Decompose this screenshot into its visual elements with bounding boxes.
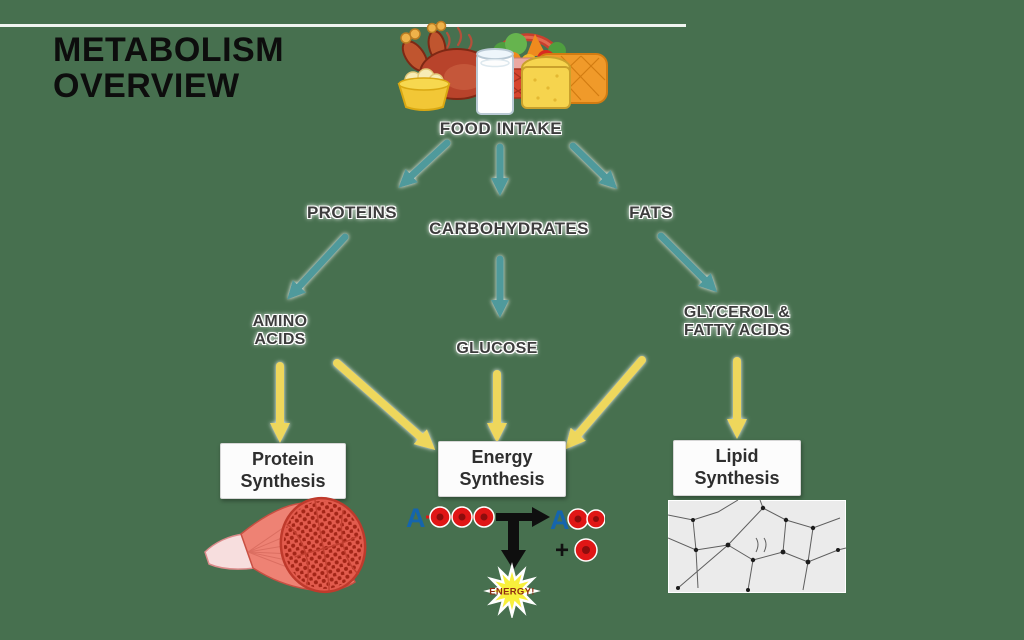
arrow-aminoacids-energysynthesis (333, 359, 436, 450)
lipid-synthesis-box: Lipid Synthesis (673, 440, 801, 496)
food-intake-illustration (397, 20, 608, 115)
yellow-arrows (270, 356, 747, 450)
node-label-fats: FATS (629, 203, 673, 222)
node-label-glucose: GLUCOSE (456, 340, 538, 357)
phosphate-chain-right (567, 508, 605, 530)
arrow-foodintake-proteins (398, 139, 451, 188)
divider-line (0, 24, 686, 27)
energy-burst-icon: ENERGY! (483, 562, 541, 618)
bread-icon (521, 53, 608, 109)
arrow-foodintake-fats (569, 142, 618, 190)
steam-icon (445, 26, 473, 51)
arrow-fats-glycerol (657, 232, 718, 293)
arrow-proteins-aminoacids (287, 233, 349, 300)
milk-glass-icon (476, 48, 514, 115)
protein-synthesis-box: Protein Synthesis (220, 443, 346, 499)
node-label-food-intake: FOOD INTAKE (439, 119, 563, 138)
arrow-glycerol-energysynthesis (565, 356, 646, 450)
adipose-tissue-micrograph (668, 500, 846, 593)
egg-bowl-icon (397, 68, 451, 111)
node-label-carbohydrates: CARBOHYDRATES (429, 219, 589, 238)
plus-sign: + (555, 537, 569, 564)
node-label-proteins: PROTEINS (306, 203, 398, 222)
free-phosphate (574, 538, 598, 562)
energy-burst-label: ENERGY! (489, 587, 534, 598)
node-label-glycerol-fatty-acids: GLYCEROL & FATTY ACIDS (683, 304, 791, 339)
adenosine-right-label: A (550, 505, 570, 535)
reaction-arrow (496, 507, 550, 570)
phosphate-chain-left (429, 506, 495, 528)
adenosine-left-label: A (406, 503, 426, 533)
muscle-tissue-illustration (204, 496, 367, 594)
atp-energy-diagram: A A + (406, 503, 605, 618)
node-label-amino-acids: AMINO ACIDS (252, 313, 308, 348)
page-title: METABOLISM OVERVIEW (53, 31, 285, 106)
energy-synthesis-box: Energy Synthesis (438, 441, 566, 497)
